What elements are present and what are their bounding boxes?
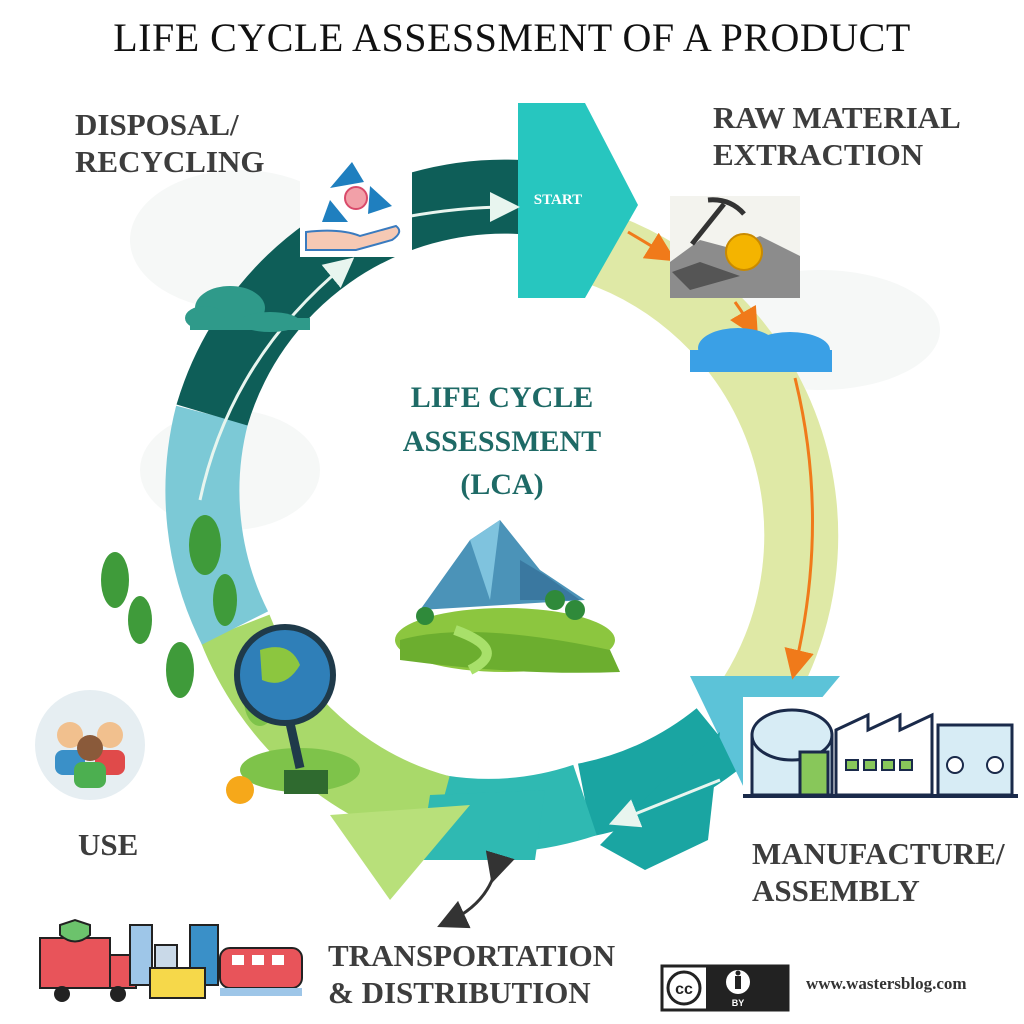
globe-magnifier-icon [234,624,336,794]
cc-by-license-icon [660,964,790,1012]
raw-material-label: RAW MATERIAL EXTRACTION [713,99,961,173]
disposal-line-1: DISPOSAL/ [75,107,239,142]
transport-icon [30,912,310,1012]
center-line-3: (LCA) [460,468,544,501]
people-icon [35,690,145,800]
cc-label: cc [675,981,693,998]
start-label: START [533,192,583,208]
mountain-landscape-icon [395,520,620,675]
transport-label: TRANSPORTATION & DISTRIBUTION [328,937,615,1011]
disposal-recycling-label: DISPOSAL/ RECYCLING [75,106,264,180]
use-label: USE [78,826,138,863]
raw-flow-arrow-3 [784,377,814,680]
ring-segment-raw-material [582,212,839,717]
recycle-icon [300,155,412,257]
manufacture-line-1: MANUFACTURE/ [752,836,1005,871]
manufacture-flow-arrow [608,778,721,828]
center-line-2: ASSESSMENT [402,424,602,458]
disposal-flow-arrow [404,192,520,223]
use-flow-arrow [198,257,355,501]
small-cloud-icon [185,286,310,332]
footer-url: www.wastersblog.com [806,974,967,993]
by-label: BY [732,998,745,1008]
factory-icon [743,697,1018,815]
manufacture-label: MANUFACTURE/ ASSEMBLY [752,835,1005,909]
start-arrow [518,103,638,298]
mining-icon [670,196,800,298]
page-title: LIFE CYCLE ASSESSMENT OF A PRODUCT [113,15,911,60]
raw-line-2: EXTRACTION [713,137,924,173]
train-icon [219,947,303,996]
raw-line-1: RAW MATERIAL [713,100,961,135]
manufacture-chevron-1 [600,732,720,870]
use-arrow-head [330,805,470,900]
use-line-1: USE [78,827,139,862]
raw-flow-arrow-1 [627,230,677,262]
raw-flow-arrow-2 [729,301,759,339]
center-line-1: LIFE CYCLE [410,381,594,414]
transport-line-2: & DISTRIBUTION [328,975,591,1011]
manufacture-line-2: ASSEMBLY [752,873,920,909]
center-title: LIFE CYCLE ASSESSMENT (LCA) [352,376,652,507]
water-cloud-icon [690,328,832,372]
disposal-line-2: RECYCLING [75,144,265,180]
truck-icon [39,918,137,1002]
transport-line-1: TRANSPORTATION [328,938,616,973]
transport-link-arrow [437,850,515,929]
